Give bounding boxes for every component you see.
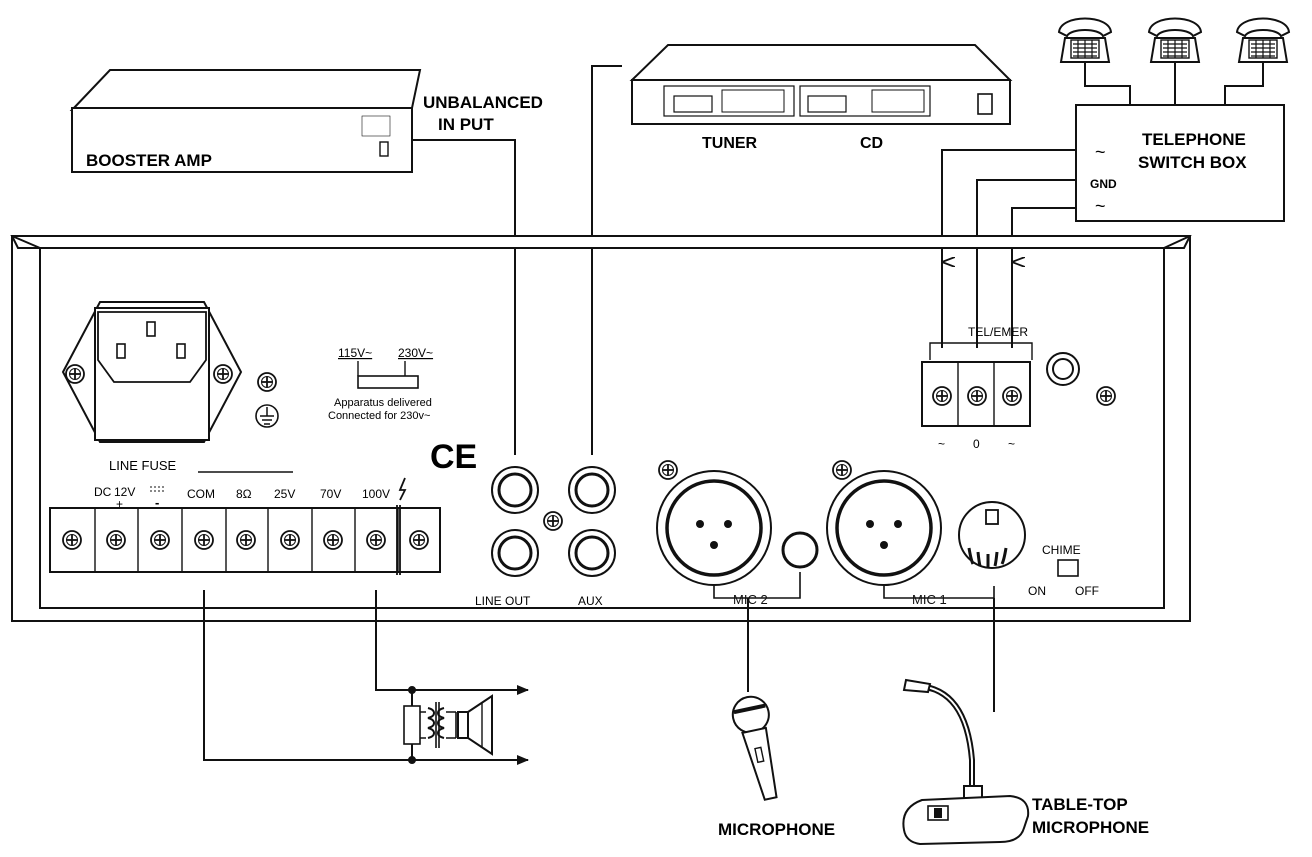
inlet-screw-left — [65, 364, 85, 384]
desk-microphone-icon — [902, 678, 1030, 846]
chime-off-label: OFF — [1075, 584, 1099, 598]
mic2-label: MIC 2 — [733, 592, 768, 607]
mic1-xlr-input: MIC 1 — [826, 460, 995, 607]
apparatus-note-line2: Connected for 230v~ — [328, 410, 430, 422]
terminal-70v-label: 70V — [320, 487, 341, 501]
aux-label: AUX — [578, 594, 603, 608]
mic2-xlr-input: MIC 2 — [656, 460, 819, 607]
mic1-label: MIC 1 — [912, 592, 947, 607]
booster-amp-label: BOOSTER AMP — [86, 151, 212, 170]
tuner-label: TUNER — [702, 135, 758, 152]
terminal-dc-label: DC — [94, 485, 112, 499]
microphone-icon — [731, 695, 778, 801]
telephone-switch-box: TELEPHONE SWITCH BOX ~ GND ~ — [1075, 104, 1285, 222]
rca-jacks: LINE OUT AUX — [475, 466, 616, 608]
ac-power-inlet — [61, 301, 243, 443]
transformer-icon — [403, 702, 457, 748]
chime-switch: CHIME ON OFF — [1028, 543, 1099, 598]
switch-box-gnd-label: GND — [1090, 177, 1117, 191]
speaker-icon — [457, 694, 493, 756]
aux-input-cable — [591, 65, 622, 455]
switch-box-tilde-bottom: ~ — [1095, 196, 1106, 216]
terminal-plus-label: + — [116, 497, 123, 511]
ce-mark: CE — [430, 438, 477, 476]
tel-terminal-right-label: ~ — [1008, 437, 1015, 451]
voltage-230-label: 230V~ — [398, 346, 433, 360]
voltage-115-label: 115V~ — [338, 346, 372, 360]
telephone-set — [1058, 17, 1290, 105]
tel-emer-terminal: TEL/EMER ~ 0 ~ — [921, 325, 1116, 451]
line-fuse-label: LINE FUSE — [109, 458, 177, 473]
switch-box-label-line1: TELEPHONE — [1142, 130, 1246, 149]
tabletop-label-line1: TABLE-TOP — [1032, 795, 1128, 814]
terminal-8ohm-label: 8Ω — [236, 487, 252, 501]
din-socket — [958, 501, 1026, 569]
inlet-screw-right — [213, 364, 233, 384]
telephone-icon — [1236, 17, 1290, 63]
tel-emer-label: TEL/EMER — [968, 325, 1028, 339]
speaker-output-wiring — [203, 590, 529, 765]
terminal-12v-label: 12V — [114, 485, 135, 499]
ground-icon — [255, 404, 279, 428]
booster-amp: BOOSTER AMP — [69, 69, 422, 173]
telephone-icon — [1148, 17, 1202, 63]
amplifier-rear-panel — [10, 235, 1192, 622]
terminal-25v-label: 25V — [274, 487, 295, 501]
switch-box-label-line2: SWITCH BOX — [1138, 153, 1247, 172]
microphone-label: MICROPHONE — [718, 820, 835, 839]
apparatus-note-line1: Apparatus delivered — [334, 397, 432, 409]
chime-on-label: ON — [1028, 584, 1046, 598]
tuner-cd-unit: TUNER CD — [629, 44, 1013, 152]
tabletop-label-line2: MICROPHONE — [1032, 818, 1149, 837]
chime-label: CHIME — [1042, 543, 1081, 557]
line-out-label: LINE OUT — [475, 594, 531, 608]
terminal-minus-label: - — [155, 495, 159, 510]
tel-terminal-left-label: ~ — [938, 437, 945, 451]
telephone-icon — [1058, 17, 1112, 63]
telephone-wires — [941, 149, 1076, 348]
unbalanced-input-cable — [412, 139, 516, 455]
cd-label: CD — [860, 135, 883, 152]
speaker-terminal-strip: LINE FUSE DC 12V + - COM 8Ω 25V 70V 100V — [49, 458, 441, 575]
voltage-selector: 115V~ 230V~ Apparatus delivered Connecte… — [328, 346, 433, 422]
terminal-com-label: COM — [187, 487, 215, 501]
ground-screw — [257, 372, 277, 392]
unbalanced-label-line1: UNBALANCED — [423, 93, 543, 112]
tel-terminal-zero-label: 0 — [973, 437, 980, 451]
switch-box-tilde-top: ~ — [1095, 142, 1106, 162]
terminal-100v-label: 100V — [362, 487, 390, 501]
unbalanced-label-line2: IN PUT — [438, 115, 494, 134]
